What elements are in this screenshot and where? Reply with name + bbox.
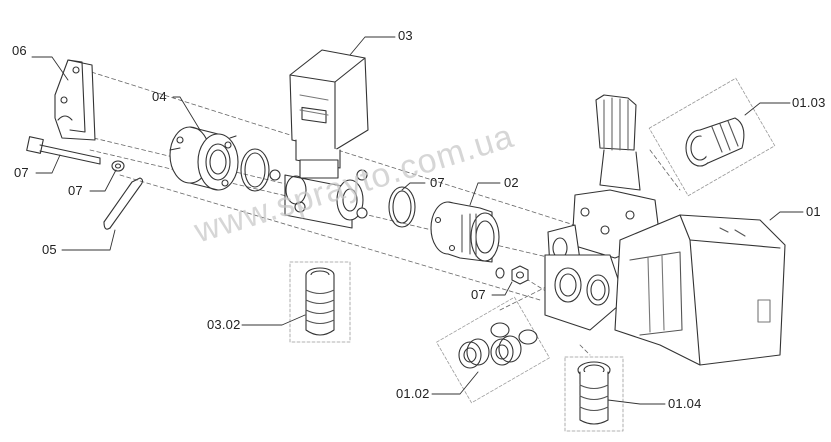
label-03: 03 <box>398 28 413 43</box>
label-01-03: 01.03 <box>792 95 826 110</box>
oring-part-07b <box>388 186 416 228</box>
label-07-bolt: 07 <box>14 165 29 180</box>
label-06: 06 <box>12 43 27 58</box>
fittings-part-0102 <box>436 296 550 404</box>
label-03-02: 03.02 <box>207 317 241 332</box>
label-01-02: 01.02 <box>396 386 430 401</box>
nut-part-07 <box>495 265 529 285</box>
valve-part-03 <box>269 49 369 229</box>
oring-part-07a <box>240 148 270 192</box>
regulator-body-part-01 <box>544 94 786 366</box>
clip-part-05 <box>103 177 144 230</box>
label-07-nut: 07 <box>471 287 486 302</box>
label-04: 04 <box>152 89 167 104</box>
label-07-washer: 07 <box>68 183 83 198</box>
bolt-part-07 <box>26 136 101 165</box>
bracket-part-06 <box>54 59 96 141</box>
label-07-oring: 07 <box>430 175 445 190</box>
label-01-04: 01.04 <box>668 396 702 411</box>
label-01: 01 <box>806 204 821 219</box>
hose-tail-part-0302 <box>289 261 351 343</box>
washer-part-07 <box>111 160 125 172</box>
fitting-part-0103 <box>648 77 776 197</box>
label-05: 05 <box>42 242 57 257</box>
hose-tail-part-0104 <box>564 356 624 432</box>
flange-part-04 <box>169 126 239 191</box>
connector-part-02 <box>430 201 500 263</box>
label-02: 02 <box>504 175 519 190</box>
leader-lines <box>31 36 804 405</box>
